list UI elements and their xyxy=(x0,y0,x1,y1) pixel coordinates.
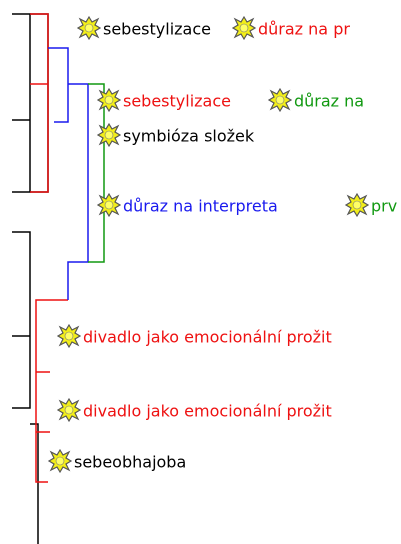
node-3-segment-1: prv xyxy=(371,197,397,216)
node-0-segment-1-icon xyxy=(232,16,256,40)
node-0-segment-1: důraz na pr xyxy=(258,20,350,39)
node-6: sebeobhajoba xyxy=(48,449,186,473)
node-5: divadlo jako emocionální prožit xyxy=(57,398,332,422)
bracket-red-1 xyxy=(30,13,49,193)
node-1-segment-0: sebestylizace xyxy=(123,92,231,111)
red-bracket-group xyxy=(30,13,68,483)
node-4-segment-0: divadlo jako emocionální prožit xyxy=(83,328,332,347)
node-6-icon xyxy=(48,449,72,473)
node-1-segment-1-icon xyxy=(268,88,292,112)
node-2: symbióza složek xyxy=(97,123,255,147)
node-3: důraz na interpreta prv xyxy=(97,193,397,217)
black-bracket-group xyxy=(12,13,49,544)
bracket-black-2 xyxy=(30,13,49,193)
bracket-black-3 xyxy=(12,231,31,409)
bracket-black-4 xyxy=(30,423,39,544)
node-4-icon xyxy=(57,324,81,348)
blue-bracket-group xyxy=(48,47,89,300)
bracket-black-1 xyxy=(12,13,31,193)
bracket-green-1 xyxy=(88,83,105,263)
bracket-blue-1 xyxy=(48,47,69,123)
node-3-segment-0: důraz na interpreta xyxy=(123,197,278,216)
node-3-icon xyxy=(97,193,121,217)
node-0: sebestylizace důraz na pr xyxy=(77,16,350,40)
bracket-blue-2 xyxy=(67,83,89,300)
node-1-segment-1: důraz na xyxy=(294,92,364,111)
node-5-icon xyxy=(57,398,81,422)
node-0-icon xyxy=(77,16,101,40)
node-2-segment-0: symbióza složek xyxy=(123,127,255,146)
bracket-red-2 xyxy=(35,299,48,483)
node-3-segment-1-icon xyxy=(345,193,369,217)
node-6-segment-0: sebeobhajoba xyxy=(74,453,186,472)
node-5-segment-0: divadlo jako emocionální prožit xyxy=(83,402,332,421)
node-1-icon xyxy=(97,88,121,112)
node-2-icon xyxy=(97,123,121,147)
node-0-segment-0: sebestylizace xyxy=(103,20,211,39)
green-bracket-group xyxy=(88,83,105,263)
node-1: sebestylizace důraz na xyxy=(97,88,364,112)
node-4: divadlo jako emocionální prožit xyxy=(57,324,332,348)
